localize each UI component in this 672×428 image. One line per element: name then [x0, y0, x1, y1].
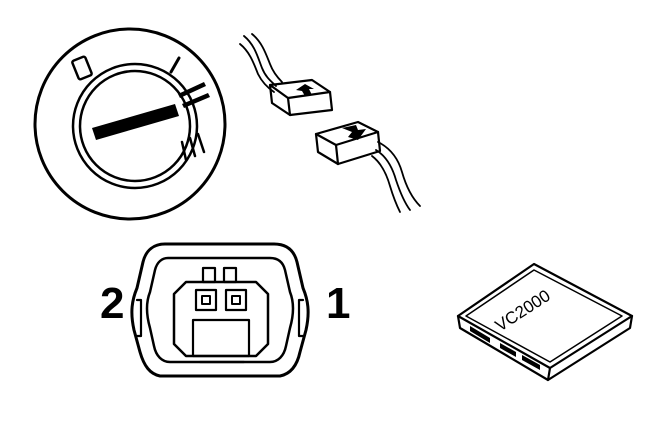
pin-cavity-2	[194, 288, 218, 312]
module-port-2	[500, 343, 516, 357]
ignition-switch-icon	[33, 27, 227, 221]
switch-cylinder	[78, 69, 192, 183]
switch-position-mark-0	[71, 55, 93, 81]
key-slot	[92, 104, 179, 140]
socket-tab-right	[222, 266, 238, 284]
switch-inner-ring	[71, 62, 199, 190]
socket-tab-left	[201, 266, 217, 284]
module-label: VC2000	[492, 286, 554, 335]
socket-body	[172, 280, 270, 358]
socket-latch	[191, 318, 251, 358]
switch-position-mark-1	[169, 56, 181, 74]
socket-outer-shell	[130, 242, 310, 378]
socket-icon: 2 1	[100, 242, 350, 378]
pin-label-left: 2	[100, 279, 124, 328]
module-port-3	[522, 355, 540, 370]
pin-label-right: 1	[326, 279, 350, 328]
switch-position-mark-2	[178, 82, 210, 108]
module-top-face	[456, 262, 634, 370]
upper-plug	[268, 78, 334, 117]
connector-plug-icon	[239, 33, 421, 213]
electronic-module-icon: VC2000	[456, 262, 634, 382]
pin-cavity-1	[224, 288, 248, 312]
socket-inner-shell	[145, 256, 295, 364]
lower-wires	[371, 141, 421, 213]
switch-outer-ring	[33, 27, 227, 221]
switch-position-mark-3	[180, 132, 206, 162]
module-port-1	[470, 326, 490, 343]
upper-wires	[239, 33, 283, 93]
lower-plug	[314, 120, 382, 166]
